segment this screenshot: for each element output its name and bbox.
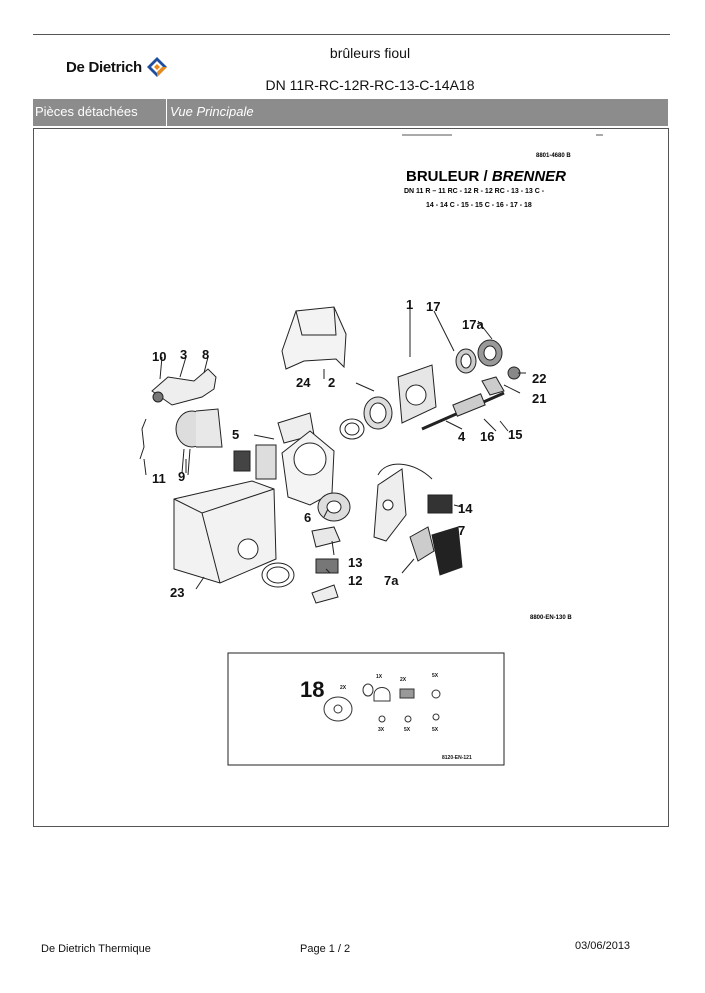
qty-label: 5X [432,673,439,679]
section-label: Pièces détachées [35,104,138,119]
diamond-logo-icon [146,57,167,77]
part-label: 9 [178,469,185,484]
part-label: 17a [462,317,484,332]
models-line-1: DN 11 R – 11 RC - 12 R - 12 RC - 13 - 13… [404,188,545,195]
view-label: Vue Principale [170,104,254,119]
qty-label: 5X [432,727,439,733]
exploded-view-drawing: 8801-4680 B BRULEUR / BRENNER DN 11 R – … [139,134,603,766]
qty-label: 5X [404,727,411,733]
qty-label: 1X [376,674,383,680]
main-drawing-ref: 8800-EN-130 B [530,615,572,621]
part-label: 22 [532,371,546,386]
part-label: 4 [458,429,466,444]
part-label: 7a [384,573,399,588]
part-labels: 1 17 17a 10 3 8 24 2 22 21 5 4 16 15 9 1… [152,297,546,600]
part-label: 8 [202,347,209,362]
document-subtitle: DN 11R-RC-12R-RC-13-C-14A18 [265,77,475,93]
part-label: 24 [296,375,311,390]
section-bar: Pièces détachées Vue Principale [33,99,668,126]
part-label: 11 [152,471,166,486]
parts-illustration [139,306,526,604]
drawing-title: BRULEUR / BRENNER [406,168,566,185]
part-label: 21 [532,391,546,406]
part-label: 23 [170,585,184,600]
footer-company: De Dietrich Thermique [41,943,151,955]
kit-number: 18 [300,677,324,702]
part-label: 6 [304,510,311,525]
qty-label: 2X [400,677,407,683]
doc-ref: 8801-4680 B [536,153,571,159]
part-label: 1 [406,297,413,312]
part-label: 7 [458,523,465,538]
models-line-2: 14 - 14 C - 15 - 15 C - 16 - 17 - 18 [426,202,532,209]
part-label: 3 [180,347,187,362]
part-label: 13 [348,555,362,570]
part-label: 10 [152,349,166,364]
qty-label: 3X [378,727,385,733]
drawing-frame: 8801-4680 B BRULEUR / BRENNER DN 11 R – … [33,128,669,827]
footer-date: 03/06/2013 [575,940,631,952]
kit-18-panel: 18 2X 1X 2X 5X 3X 5X 5X 8120-EN-121 [227,652,505,766]
part-label: 2 [328,375,335,390]
part-label: 12 [348,573,362,588]
part-label: 17 [426,299,440,314]
part-label: 15 [508,427,522,442]
part-label: 14 [458,501,473,516]
kit-drawing-ref: 8120-EN-121 [442,755,472,761]
top-rule [33,34,670,35]
bar-separator [166,99,167,126]
brand-logo: De Dietrich [66,57,168,77]
part-label: 5 [232,427,239,442]
footer-page-number: Page 1 / 2 [300,943,351,955]
brand-name: De Dietrich [66,58,142,76]
document-title: brûleurs fioul [329,45,411,61]
part-label: 16 [480,429,494,444]
qty-label: 2X [340,685,347,691]
